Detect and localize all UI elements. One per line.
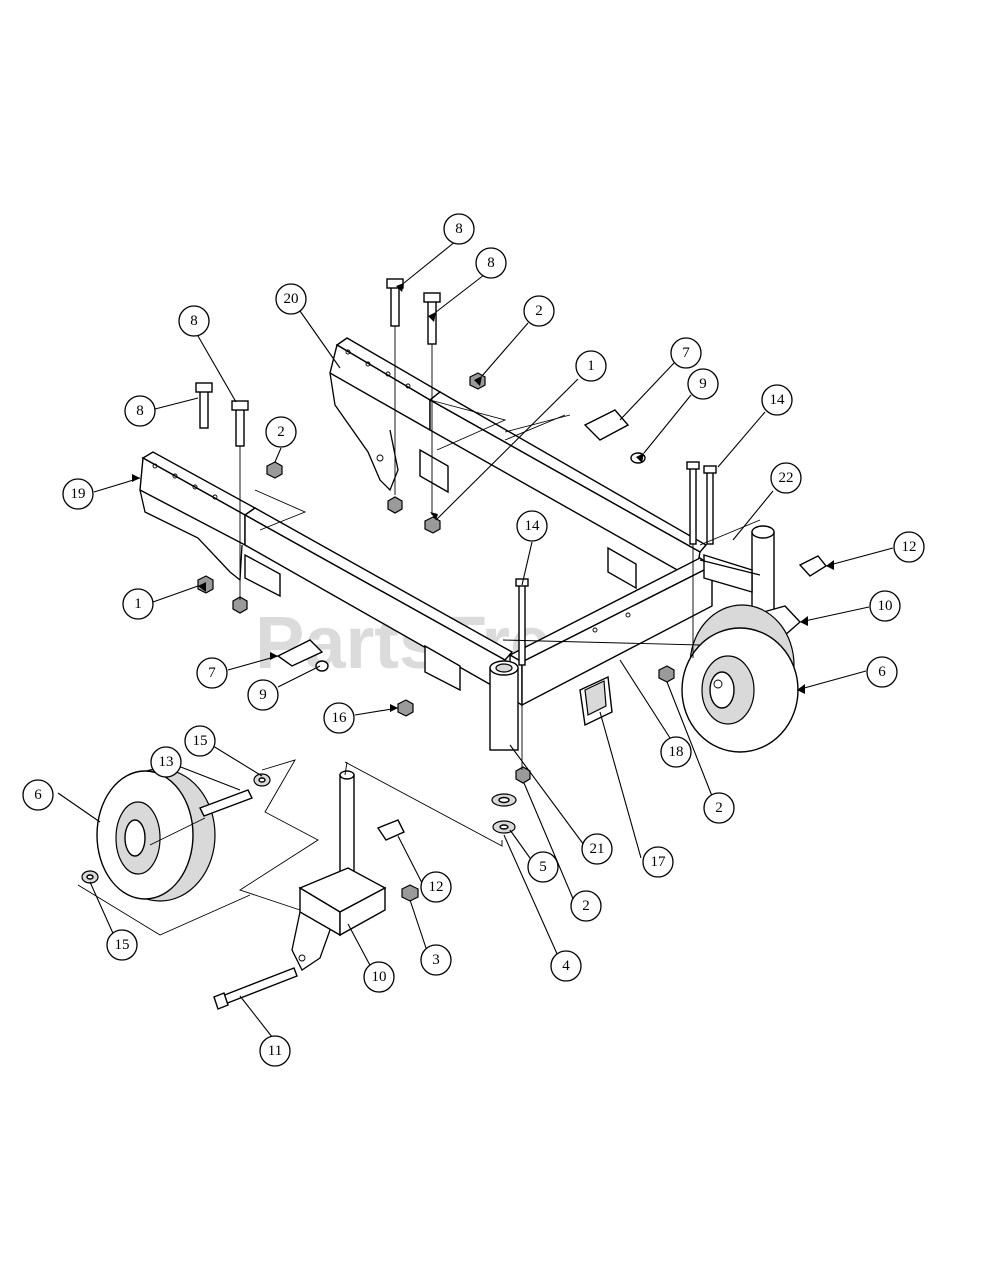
callout: 12 bbox=[420, 871, 452, 903]
callout-label: 9 bbox=[259, 687, 267, 703]
callout-label: 15 bbox=[115, 937, 130, 953]
rear-frame-rail bbox=[329, 337, 708, 590]
callout: 7 bbox=[196, 657, 228, 689]
callout: 14 bbox=[516, 510, 548, 542]
callout: 10 bbox=[363, 961, 395, 993]
pivot-tube-front bbox=[489, 660, 519, 834]
callout: 21 bbox=[581, 833, 613, 865]
callout: 3 bbox=[420, 944, 452, 976]
callout: 4 bbox=[550, 950, 582, 982]
callout: 5 bbox=[527, 851, 559, 883]
callout-label: 18 bbox=[669, 744, 684, 760]
callout: 2 bbox=[265, 416, 297, 448]
callout: 10 bbox=[869, 590, 901, 622]
front-axle bbox=[81, 773, 271, 884]
callout: 2 bbox=[523, 295, 555, 327]
callout-label: 11 bbox=[268, 1043, 282, 1059]
callout: 18 bbox=[660, 736, 692, 768]
callout-label: 12 bbox=[902, 539, 917, 555]
callout-label: 8 bbox=[487, 255, 495, 271]
callout: 2 bbox=[703, 792, 735, 824]
callout-label: 7 bbox=[682, 345, 690, 361]
callout: 6 bbox=[22, 779, 54, 811]
callout-label: 1 bbox=[587, 358, 595, 374]
front-frame-rail bbox=[139, 451, 514, 692]
callout-label: 20 bbox=[284, 291, 299, 307]
callout-label: 4 bbox=[562, 958, 570, 974]
callout-label: 7 bbox=[208, 665, 216, 681]
callout: 12 bbox=[893, 531, 925, 563]
clips-and-pins bbox=[276, 409, 828, 841]
callout-label: 6 bbox=[34, 787, 42, 803]
callout: 15 bbox=[106, 929, 138, 961]
callout: 9 bbox=[247, 679, 279, 711]
callout-label: 2 bbox=[582, 898, 590, 914]
callout-label: 8 bbox=[455, 221, 463, 237]
callout-label: 8 bbox=[136, 403, 144, 419]
callout-label: 5 bbox=[539, 859, 547, 875]
construction-lines bbox=[77, 326, 761, 936]
callout: 8 bbox=[443, 213, 475, 245]
pivot-bolt bbox=[213, 967, 298, 1010]
callout: 14 bbox=[761, 384, 793, 416]
callout-label: 14 bbox=[525, 518, 541, 534]
end-cap bbox=[579, 675, 613, 727]
callout-label: 9 bbox=[699, 376, 707, 392]
callout: 1 bbox=[575, 350, 607, 382]
callout-label: 2 bbox=[535, 303, 543, 319]
callout-label: 12 bbox=[429, 879, 444, 895]
callout: 13 bbox=[150, 746, 182, 778]
bolts bbox=[195, 278, 717, 666]
callout: 8 bbox=[124, 395, 156, 427]
callout-label: 8 bbox=[190, 313, 198, 329]
callout-label: 21 bbox=[590, 841, 605, 857]
callout: 9 bbox=[687, 368, 719, 400]
callout-label: 10 bbox=[372, 969, 387, 985]
callout: 11 bbox=[259, 1035, 291, 1067]
callout-label: 6 bbox=[878, 664, 886, 680]
callout-label: 15 bbox=[193, 733, 208, 749]
callout: 16 bbox=[323, 702, 355, 734]
callout-label: 19 bbox=[71, 486, 86, 502]
callout-label: 10 bbox=[878, 598, 893, 614]
callout: 7 bbox=[670, 337, 702, 369]
callout-label: 2 bbox=[715, 800, 723, 816]
callout: 1 bbox=[122, 588, 154, 620]
callout: 2 bbox=[570, 890, 602, 922]
callout-label: 14 bbox=[770, 392, 786, 408]
callout-label: 2 bbox=[277, 424, 285, 440]
callout-label: 13 bbox=[159, 754, 174, 770]
callout: 17 bbox=[642, 846, 674, 878]
callout-label: 1 bbox=[134, 596, 142, 612]
callout: 15 bbox=[184, 725, 216, 757]
leader-lines bbox=[57, 240, 894, 1043]
callout-label: 17 bbox=[651, 854, 667, 870]
cross-member bbox=[508, 557, 714, 707]
callout: 22 bbox=[770, 462, 802, 494]
rear-caster-assembly bbox=[681, 525, 802, 753]
front-caster-fork bbox=[291, 770, 387, 971]
callout-label: 22 bbox=[779, 470, 794, 486]
callout: 19 bbox=[62, 478, 94, 510]
callout: 8 bbox=[178, 305, 210, 337]
callout: 6 bbox=[866, 656, 898, 688]
callout-label: 16 bbox=[332, 710, 348, 726]
callout: 20 bbox=[275, 283, 307, 315]
callout: 8 bbox=[475, 247, 507, 279]
front-wheel bbox=[96, 768, 216, 902]
callout-label: 3 bbox=[432, 952, 440, 968]
